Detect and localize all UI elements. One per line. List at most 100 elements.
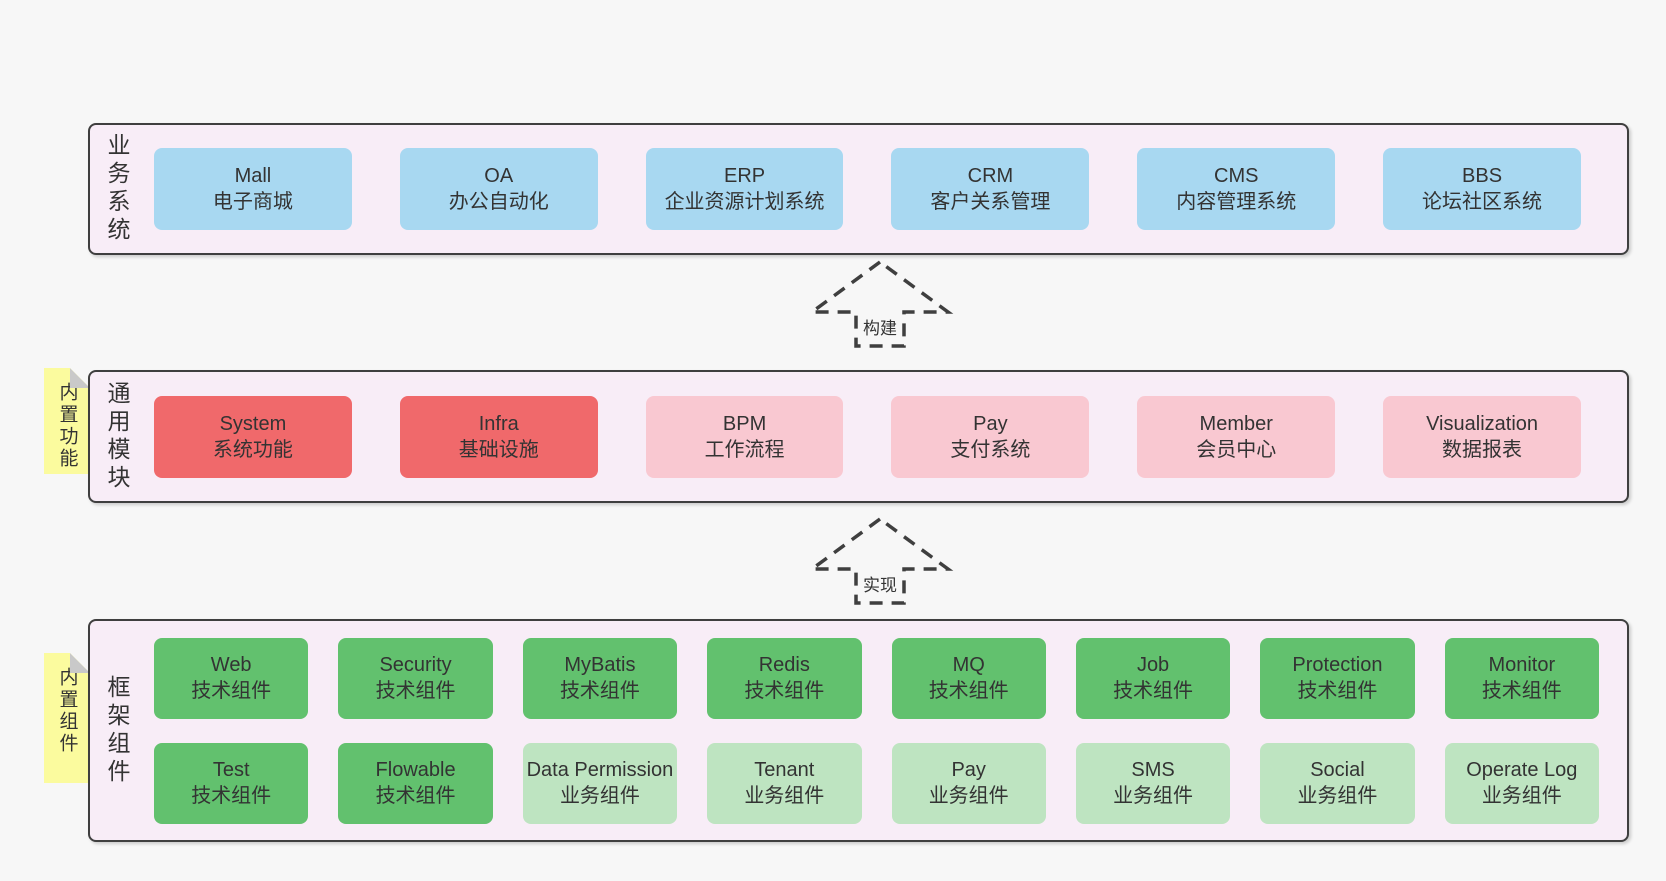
module-subtitle: 会员中心	[1196, 438, 1277, 461]
module-subtitle: 论坛社区系统	[1422, 191, 1543, 213]
module-subtitle: 技术组件	[928, 680, 1009, 702]
module-title: Security	[379, 654, 452, 676]
implement-arrow: 实现	[806, 516, 954, 605]
module-subtitle: 系统功能	[212, 438, 293, 461]
module-subtitle: 基础设施	[458, 438, 539, 461]
module-title: Pay	[951, 759, 986, 781]
module-title: CRM	[967, 165, 1014, 187]
module-subtitle: 业务组件	[1481, 785, 1562, 807]
module-subtitle: 企业资源计划系统	[664, 191, 825, 213]
module-title: CMS	[1214, 165, 1259, 187]
module-title: Data Permission	[526, 759, 674, 781]
folded-corner-icon	[70, 368, 90, 388]
module-box-redis: Redis 技术组件	[707, 637, 862, 719]
module-title: ERP	[724, 165, 766, 187]
module-title: BBS	[1462, 165, 1503, 187]
module-title: Job	[1136, 654, 1170, 676]
module-subtitle: 客户关系管理	[930, 191, 1051, 213]
module-subtitle: 技术组件	[375, 680, 456, 702]
module-title: OA	[484, 165, 514, 187]
module-title: Member	[1199, 412, 1273, 435]
module-box-mybatis: MyBatis 技术组件	[522, 637, 678, 719]
module-title: Protection	[1292, 654, 1383, 676]
module-box-mall: Mall 电子商城	[154, 148, 352, 230]
module-title: Operate Log	[1466, 759, 1578, 781]
band-label-common-modules: 通用模块	[104, 380, 130, 493]
module-box-monitor: Monitor 技术组件	[1444, 637, 1599, 719]
band-label-business-systems: 业务系统	[104, 133, 130, 245]
module-box-mq: MQ 技术组件	[891, 637, 1046, 719]
module-title: MyBatis	[564, 654, 636, 676]
module-subtitle: 业务组件	[1113, 785, 1194, 807]
sticky-note-text: 内置组件	[56, 667, 78, 755]
build-arrow: 构建	[806, 259, 954, 348]
module-box-erp: ERP 企业资源计划系统	[645, 148, 844, 230]
module-box-pay: Pay 业务组件	[891, 742, 1046, 824]
build-arrow-label: 构建	[860, 314, 900, 339]
module-subtitle: 业务组件	[1297, 785, 1378, 807]
module-title: System	[219, 412, 287, 435]
module-box-sms: SMS 业务组件	[1075, 742, 1231, 824]
module-subtitle: 技术组件	[1113, 680, 1194, 702]
module-subtitle: 数据报表	[1442, 438, 1523, 461]
module-box-infra: Infra 基础设施	[399, 395, 598, 478]
module-title: Flowable	[375, 759, 456, 781]
module-subtitle: 技术组件	[744, 680, 825, 702]
module-subtitle: 技术组件	[1481, 680, 1562, 702]
module-box-oa: OA 办公自动化	[399, 148, 598, 230]
module-title: Web	[210, 654, 252, 676]
module-box-system: System 系统功能	[154, 395, 352, 478]
up-arrow-dashed-icon	[806, 516, 954, 605]
module-box-member: Member 会员中心	[1137, 395, 1336, 478]
module-box-cms: CMS 内容管理系统	[1137, 148, 1336, 230]
module-title: Redis	[758, 654, 810, 676]
module-box-crm: CRM 客户关系管理	[891, 148, 1090, 230]
band-label-framework-components: 框架组件	[104, 674, 130, 787]
implement-arrow-label: 实现	[860, 571, 900, 596]
module-subtitle: 技术组件	[375, 785, 456, 807]
module-subtitle: 支付系统	[950, 438, 1031, 461]
module-title: Mall	[234, 165, 272, 187]
module-box-bbs: BBS 论坛社区系统	[1383, 148, 1581, 230]
module-title: Pay	[973, 412, 1008, 435]
module-box-visualization: Visualization 数据报表	[1383, 395, 1581, 478]
module-title: Tenant	[754, 759, 815, 781]
module-box-job: Job 技术组件	[1075, 637, 1231, 719]
module-box-social: Social 业务组件	[1260, 742, 1415, 824]
module-subtitle: 办公自动化	[448, 191, 549, 213]
band-business-systems: 业务系统 Mall 电子商城 OA 办公自动化 ERP 企业资源计划系统 CRM 客户关系管理…	[88, 123, 1629, 255]
module-subtitle: 技术组件	[191, 785, 272, 807]
sticky-note-text: 内置功能	[56, 382, 78, 470]
module-box-operate-log: Operate Log 业务组件	[1444, 742, 1599, 824]
module-title: SMS	[1131, 759, 1175, 781]
module-box-test: Test 技术组件	[154, 742, 309, 824]
module-subtitle: 技术组件	[559, 680, 640, 702]
business-systems-row: Mall 电子商城 OA 办公自动化 ERP 企业资源计划系统 CRM 客户关系管理 CMS 内容…	[154, 148, 1581, 230]
module-subtitle: 电子商城	[212, 191, 293, 213]
module-title: Monitor	[1488, 654, 1556, 676]
module-title: BPM	[722, 412, 767, 435]
module-title: Visualization	[1426, 412, 1539, 435]
module-subtitle: 技术组件	[191, 680, 272, 702]
sticky-note-built-in-features: 内置功能	[44, 368, 90, 474]
module-box-web: Web 技术组件	[154, 637, 309, 719]
module-title: Infra	[478, 412, 519, 435]
module-box-flowable: Flowable 技术组件	[338, 742, 493, 824]
module-subtitle: 业务组件	[928, 785, 1009, 807]
module-title: Social	[1310, 759, 1365, 781]
module-box-pay: Pay 支付系统	[891, 395, 1090, 478]
module-title: MQ	[952, 654, 985, 676]
sticky-note-built-in-components: 内置组件	[44, 653, 90, 783]
module-subtitle: 内容管理系统	[1176, 191, 1297, 213]
module-title: Test	[212, 759, 250, 781]
